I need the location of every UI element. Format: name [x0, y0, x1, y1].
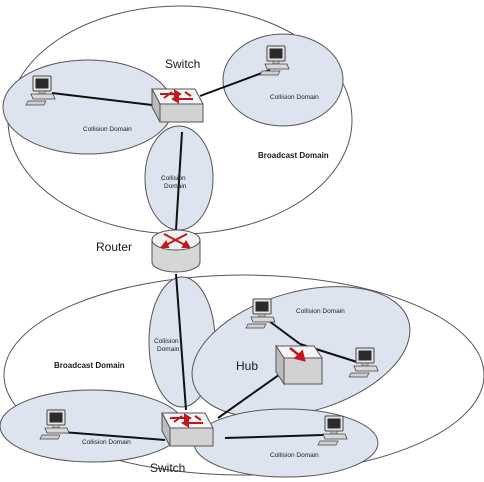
- broadcast-domain-top-label: Broadcast Domain: [258, 151, 329, 160]
- collision-domain-bottom-left: [0, 389, 185, 463]
- collision-domain-bottom-right-label: Collision Domain: [270, 452, 319, 459]
- collision-domain-bottom-mid-label-2: Domain: [157, 346, 180, 353]
- router-icon: [151, 229, 201, 273]
- switch-icon: [161, 412, 214, 447]
- collision-domain-top-right-label: Collision Domain: [270, 94, 319, 101]
- switch-icon: [151, 88, 204, 123]
- collision-domain-top-left: [2, 59, 174, 155]
- router-label: Router: [96, 240, 132, 254]
- collision-domain-top-right: [222, 33, 344, 127]
- collision-domain-bottom-right: [193, 408, 379, 478]
- collision-domain-bottom-left-label: Collision Domain: [82, 439, 131, 446]
- collision-domain-bottom-mid-label-1: Collision: [154, 338, 179, 345]
- hub-label: Hub: [236, 359, 258, 373]
- top-switch-label: Switch: [165, 57, 200, 71]
- collision-domain-hub-label: Collision Domain: [296, 308, 345, 315]
- broadcast-domain-bottom: [3, 274, 484, 476]
- collision-domain-top-left-label: Collision Domain: [83, 126, 132, 133]
- broadcast-domain-bottom-label: Broadcast Domain: [54, 361, 125, 370]
- bottom-switch-label: Switch: [150, 461, 185, 475]
- collision-domain-top-mid-label-1: Collision: [161, 175, 186, 182]
- network-links: [51, 69, 358, 441]
- hub-icon: [275, 344, 323, 386]
- collision-domain-top-mid-label-2: Domain: [164, 183, 187, 190]
